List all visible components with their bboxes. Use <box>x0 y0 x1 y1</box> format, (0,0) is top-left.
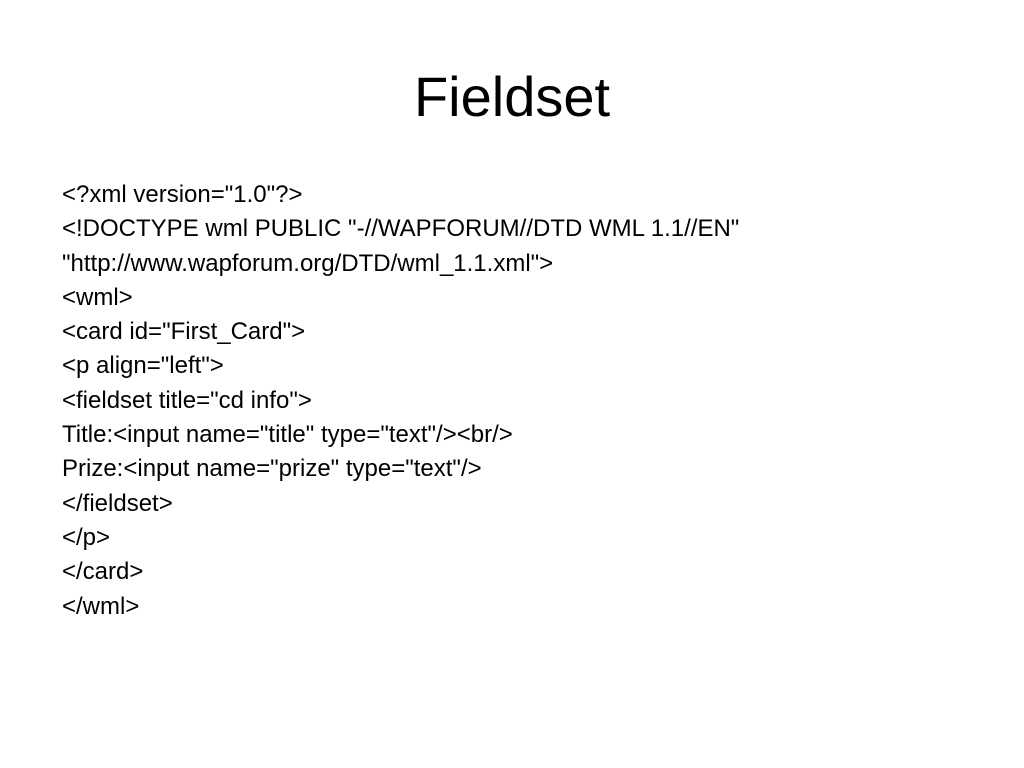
code-line: </p> <box>62 523 111 551</box>
code-line: Prize:<input name="prize" type="text"/> <box>62 455 482 483</box>
code-line: <?xml version="1.0"?> <box>62 181 303 208</box>
code-line: <wml> <box>62 283 133 311</box>
code-line: <fieldset title="cd info"> <box>62 386 312 414</box>
code-line: Title:<input name="title" type="text"/><… <box>62 421 513 449</box>
slide-title: Fieldset <box>413 65 611 128</box>
code-line: </card> <box>62 558 144 586</box>
code-line: <p align="left"> <box>62 352 224 380</box>
code-line: </fieldset> <box>62 489 173 517</box>
code-line: </wml> <box>62 592 140 620</box>
code-line: <!DOCTYPE wml PUBLIC "-//WAPFORUM//DTD W… <box>62 215 740 243</box>
code-listing: <?xml version="1.0"?> <!DOCTYPE wml PUBL… <box>62 178 982 624</box>
code-line: "http://www.wapforum.org/DTD/wml_1.1.xml… <box>62 249 554 277</box>
code-line: <card id="First_Card"> <box>62 318 306 346</box>
